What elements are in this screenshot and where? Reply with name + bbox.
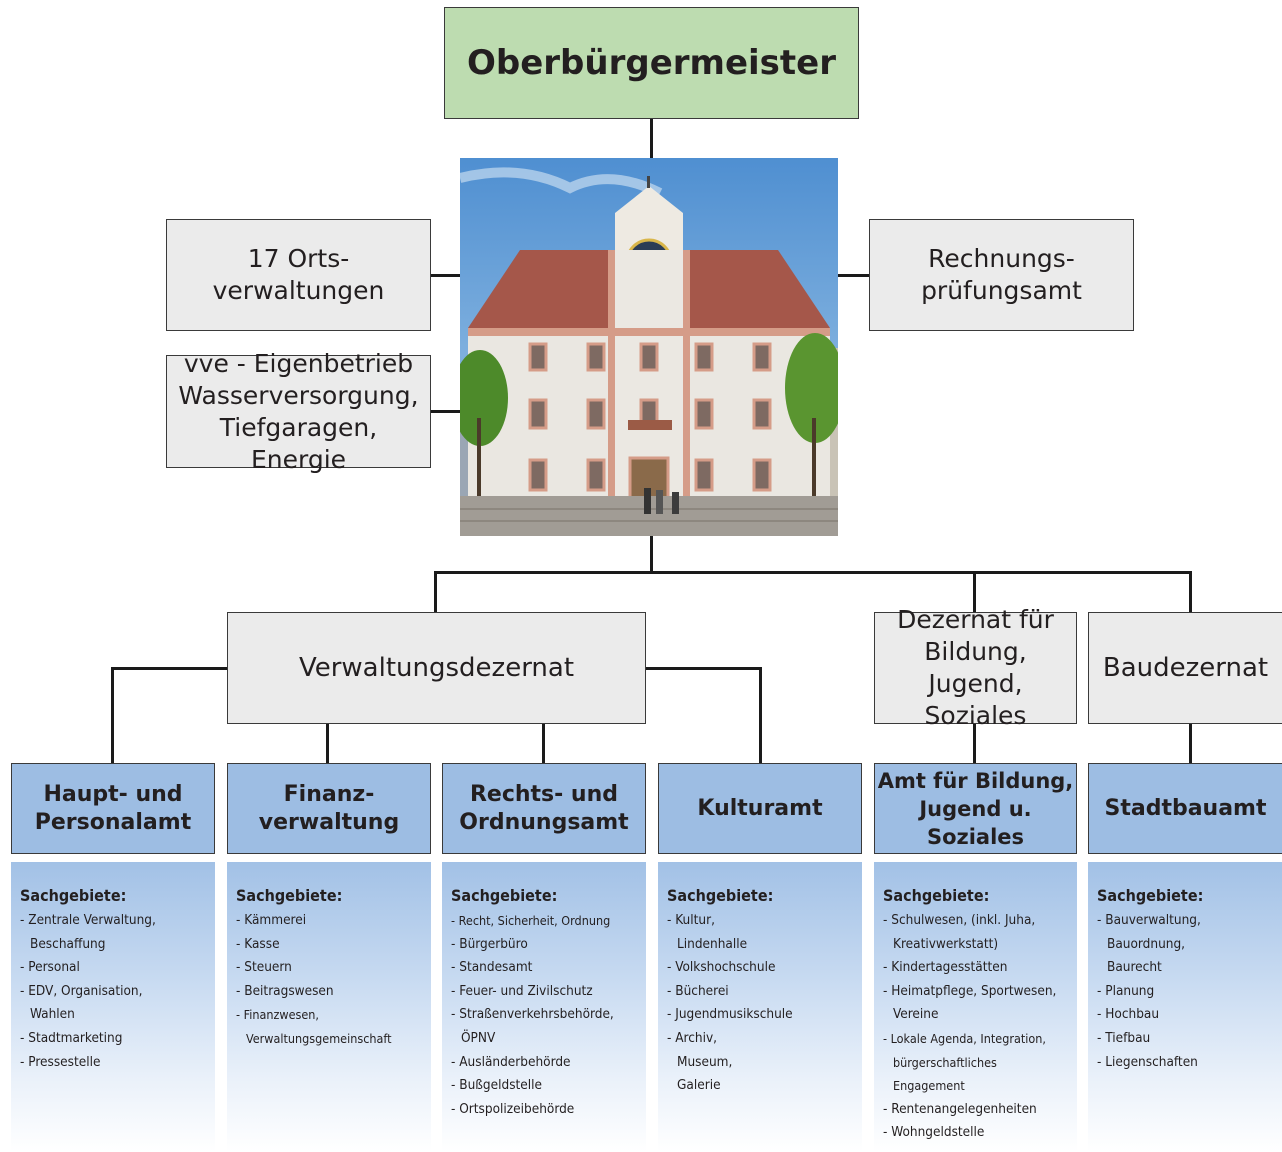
connector-orts — [430, 274, 461, 277]
list-item: Heimatpflege, Sportwesen, Vereine — [883, 980, 1069, 1027]
amt-finanzverwaltung: Finanz- verwaltung — [227, 763, 431, 854]
amt-kultur-label: Kulturamt — [697, 795, 823, 821]
verwaltungsdezernat-box: Verwaltungsdezernat — [227, 612, 646, 724]
list-item: Bürgerbüro — [451, 933, 638, 957]
list-item: Feuer- und Zivilschutz — [451, 980, 638, 1004]
sachgebiete-list: Kultur, Lindenhalle Volkshochschule Büch… — [667, 909, 854, 1098]
dezernat-bildung-box: Dezernat für Bildung, Jugend, Soziales — [874, 605, 1077, 730]
list-item: Hochbau — [1097, 1003, 1274, 1027]
amt-haupt-personal: Haupt- und Personalamt — [11, 763, 215, 854]
amt-stadtbau-label: Stadtbauamt — [1104, 795, 1267, 821]
connector-dezernate-bar — [434, 571, 1192, 574]
list-item: Pressestelle — [20, 1051, 207, 1075]
sachgebiete-kultur: Sachgebiete: Kultur, Lindenhalle Volksho… — [658, 862, 862, 1152]
ortsverwaltungen-label: 17 Orts- verwaltungen — [212, 244, 385, 305]
list-item: EDV, Organisation, Wahlen — [20, 980, 207, 1027]
list-item: Ausländerbehörde — [451, 1051, 638, 1075]
connector-bildung-amt — [973, 723, 976, 764]
list-item: Recht, Sicherheit, Ordnung — [451, 909, 638, 933]
connector-to-bildung — [973, 571, 976, 613]
rechnungspruefungsamt-box: Rechnungs- prüfungsamt — [869, 219, 1134, 331]
list-item: Ortspolizeibehörde — [451, 1098, 638, 1122]
connector-kultur-h — [645, 667, 762, 670]
amt-haupt-personal-label: Haupt- und Personalamt — [34, 781, 192, 835]
connector-bau-amt — [1189, 723, 1192, 764]
sachgebiete-heading: Sachgebiete: — [20, 886, 127, 905]
connector-photo-down — [650, 536, 653, 573]
sachgebiete-list: Bauverwaltung, Bauordnung, Baurecht Plan… — [1097, 909, 1274, 1074]
list-item: Archiv, Museum, Galerie — [667, 1027, 854, 1098]
list-item: Kindertagesstätten — [883, 956, 1069, 980]
list-item: Planung — [1097, 980, 1274, 1004]
baudezernat-label: Baudezernat — [1102, 653, 1269, 683]
sachgebiete-heading: Sachgebiete: — [667, 886, 774, 905]
list-item: Jugendmusikschule — [667, 1003, 854, 1027]
connector-finanz — [326, 723, 329, 764]
connector-haupt-h — [111, 667, 228, 670]
amt-bildung-jugend-soziales: Amt für Bildung, Jugend u. Soziales — [874, 763, 1077, 854]
sachgebiete-heading: Sachgebiete: — [883, 886, 990, 905]
connector-to-bau — [1189, 571, 1192, 613]
verwaltungsdezernat-label: Verwaltungsdezernat — [298, 653, 575, 683]
list-item: Finanzwesen, Verwaltungsgemeinschaft — [236, 1003, 423, 1050]
list-item: Schulwesen, (inkl. Juha, Kreativwerkstat… — [883, 909, 1069, 956]
list-item: Steuern — [236, 956, 423, 980]
rathaus-image — [460, 158, 838, 536]
connector-vve — [430, 410, 461, 413]
dezernat-bildung-label: Dezernat für Bildung, Jugend, Soziales — [897, 605, 1054, 730]
oberbuergermeister-box: Oberbürgermeister — [444, 7, 859, 119]
sachgebiete-list: Recht, Sicherheit, Ordnung Bürgerbüro St… — [451, 909, 638, 1121]
list-item: Bußgeldstelle — [451, 1074, 638, 1098]
list-item: Stadtmarketing — [20, 1027, 207, 1051]
amt-stadtbau: Stadtbauamt — [1088, 763, 1282, 854]
amt-kultur: Kulturamt — [658, 763, 862, 854]
connector-haupt-v — [111, 667, 114, 764]
list-item: Kultur, Lindenhalle — [667, 909, 854, 956]
list-item: Kasse — [236, 933, 423, 957]
sachgebiete-list: Zentrale Verwaltung, Beschaffung Persona… — [20, 909, 207, 1074]
sachgebiete-heading: Sachgebiete: — [451, 886, 558, 905]
list-item: Lokale Agenda, Integration, bürgerschaft… — [883, 1027, 1069, 1098]
list-item: Beitragswesen — [236, 980, 423, 1004]
amt-bildung-jugend-soziales-label: Amt für Bildung, Jugend u. Soziales — [877, 768, 1074, 849]
sachgebiete-heading: Sachgebiete: — [236, 886, 343, 905]
sachgebiete-finanz: Sachgebiete: Kämmerei Kasse Steuern Beit… — [227, 862, 431, 1152]
rathaus-photo — [460, 158, 838, 536]
connector-top-to-photo — [650, 118, 653, 159]
sachgebiete-list: Schulwesen, (inkl. Juha, Kreativwerkstat… — [883, 909, 1069, 1145]
list-item: Tiefbau — [1097, 1027, 1274, 1051]
list-item: Standesamt — [451, 956, 638, 980]
list-item: Personal — [20, 956, 207, 980]
list-item: Volkshochschule — [667, 956, 854, 980]
list-item: Zentrale Verwaltung, Beschaffung — [20, 909, 207, 956]
sachgebiete-rechts: Sachgebiete: Recht, Sicherheit, Ordnung … — [442, 862, 646, 1152]
sachgebiete-bau: Sachgebiete: Bauverwaltung, Bauordnung, … — [1088, 862, 1282, 1152]
list-item: Straßenverkehrsbehörde, ÖPNV — [451, 1003, 638, 1050]
sachgebiete-heading: Sachgebiete: — [1097, 886, 1204, 905]
amt-finanzverwaltung-label: Finanz- verwaltung — [258, 781, 400, 835]
vve-box: vve - Eigenbetrieb Wasserversorgung, Tie… — [166, 349, 431, 474]
rechnungspruefungsamt-label: Rechnungs- prüfungsamt — [921, 244, 1082, 305]
list-item: Kämmerei — [236, 909, 423, 933]
amt-rechts-ordnung: Rechts- und Ordnungsamt — [442, 763, 646, 854]
ortsverwaltungen-box: 17 Orts- verwaltungen — [166, 219, 431, 331]
amt-rechts-ordnung-label: Rechts- und Ordnungsamt — [459, 781, 629, 835]
baudezernat-box: Baudezernat — [1088, 612, 1282, 724]
list-item: Bücherei — [667, 980, 854, 1004]
connector-rpa — [838, 274, 870, 277]
oberbuergermeister-title: Oberbürgermeister — [466, 43, 836, 83]
sachgebiete-bildung: Sachgebiete: Schulwesen, (inkl. Juha, Kr… — [874, 862, 1077, 1152]
list-item: Liegenschaften — [1097, 1051, 1274, 1075]
sachgebiete-haupt: Sachgebiete: Zentrale Verwaltung, Bescha… — [11, 862, 215, 1152]
connector-rechts — [542, 723, 545, 764]
sachgebiete-list: Kämmerei Kasse Steuern Beitragswesen Fin… — [236, 909, 423, 1051]
vve-label: vve - Eigenbetrieb Wasserversorgung, Tie… — [178, 348, 419, 474]
list-item: Bauverwaltung, Bauordnung, Baurecht — [1097, 909, 1274, 980]
list-item: Rentenangelegenheiten — [883, 1098, 1069, 1122]
connector-kultur-v — [759, 667, 762, 764]
connector-to-verwaltung — [434, 571, 437, 613]
list-item: Wohngeldstelle — [883, 1121, 1069, 1145]
